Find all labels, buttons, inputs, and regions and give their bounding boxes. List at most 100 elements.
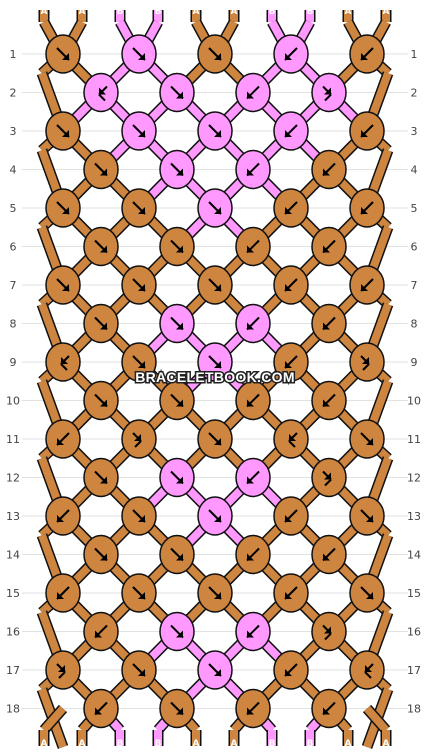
knot[interactable] [83, 611, 119, 652]
knot[interactable] [235, 226, 271, 267]
knot[interactable] [83, 226, 119, 267]
knot[interactable] [121, 650, 157, 690]
knot[interactable] [235, 534, 271, 575]
knot[interactable] [83, 457, 119, 498]
row-number-left: 7 [10, 279, 17, 292]
knot[interactable] [311, 457, 347, 498]
knot[interactable] [349, 419, 385, 459]
knot[interactable] [273, 265, 309, 305]
knot[interactable] [197, 650, 233, 690]
knot[interactable] [311, 72, 347, 113]
knot-arrow-head [138, 592, 145, 599]
knot[interactable] [121, 419, 157, 459]
knot-arrow-head [176, 707, 183, 715]
knot-arrow-head [285, 592, 292, 599]
knot[interactable] [45, 265, 81, 305]
knot[interactable] [83, 688, 119, 729]
knot[interactable] [121, 111, 157, 151]
top-strand-label: A [79, 7, 86, 17]
knot[interactable] [83, 149, 119, 190]
knot-arrow-head [247, 245, 254, 253]
knot-arrow-head [324, 626, 331, 634]
knot[interactable] [273, 111, 309, 151]
knot[interactable] [197, 34, 233, 74]
knot[interactable] [83, 303, 119, 344]
knot[interactable] [197, 265, 233, 305]
knot[interactable] [121, 573, 157, 613]
knot[interactable] [159, 303, 195, 344]
knot[interactable] [83, 380, 119, 421]
row-number-right: 4 [411, 164, 418, 177]
knot[interactable] [83, 72, 119, 113]
knot[interactable] [349, 188, 385, 228]
knot-arrow-head [214, 130, 221, 137]
knot[interactable] [159, 149, 195, 190]
knot[interactable] [235, 688, 271, 729]
knot[interactable] [197, 496, 233, 536]
knot-arrow-head [285, 53, 292, 60]
knot[interactable] [121, 342, 157, 382]
knot[interactable] [235, 380, 271, 421]
knot[interactable] [159, 457, 195, 498]
knot[interactable] [311, 303, 347, 344]
knot[interactable] [273, 34, 309, 74]
knot[interactable] [235, 611, 271, 652]
knot[interactable] [235, 149, 271, 190]
top-strand-label: A [193, 7, 200, 17]
knot[interactable] [45, 342, 81, 382]
knot[interactable] [311, 688, 347, 729]
knot[interactable] [349, 650, 385, 690]
knot[interactable] [159, 611, 195, 652]
knot[interactable] [159, 226, 195, 267]
knot[interactable] [349, 265, 385, 305]
knot[interactable] [121, 188, 157, 228]
knot[interactable] [159, 380, 195, 421]
knot[interactable] [349, 573, 385, 613]
knot[interactable] [45, 573, 81, 613]
knot[interactable] [349, 34, 385, 74]
knot[interactable] [273, 342, 309, 382]
knot[interactable] [197, 419, 233, 459]
knot[interactable] [197, 188, 233, 228]
knot[interactable] [45, 188, 81, 228]
knot[interactable] [311, 149, 347, 190]
knot-arrow-head [138, 130, 145, 137]
knot[interactable] [159, 534, 195, 575]
knot-arrow-head [58, 665, 65, 672]
knot[interactable] [311, 380, 347, 421]
knot-arrow-head [176, 168, 183, 176]
knot[interactable] [159, 688, 195, 729]
row-number-right: 18 [407, 703, 421, 716]
knot[interactable] [235, 303, 271, 344]
knot[interactable] [349, 496, 385, 536]
knot[interactable] [349, 111, 385, 151]
knot[interactable] [45, 34, 81, 74]
knot[interactable] [121, 265, 157, 305]
knot[interactable] [83, 534, 119, 575]
knot[interactable] [45, 496, 81, 536]
knot[interactable] [121, 496, 157, 536]
knot[interactable] [235, 72, 271, 113]
knot[interactable] [311, 226, 347, 267]
knot-arrow-head [138, 515, 145, 522]
knot-arrow-head [99, 87, 106, 95]
knot[interactable] [45, 650, 81, 690]
knot-arrow-head [361, 53, 368, 60]
knot[interactable] [273, 419, 309, 459]
knot[interactable] [349, 342, 385, 382]
knot[interactable] [197, 111, 233, 151]
knot[interactable] [121, 34, 157, 74]
bottom-strand-label: A [231, 739, 238, 749]
knot[interactable] [159, 72, 195, 113]
knot[interactable] [45, 419, 81, 459]
knot[interactable] [197, 573, 233, 613]
knot[interactable] [273, 650, 309, 690]
knot[interactable] [311, 611, 347, 652]
knot[interactable] [235, 457, 271, 498]
knot[interactable] [311, 534, 347, 575]
knot[interactable] [197, 342, 233, 382]
knot[interactable] [273, 188, 309, 228]
knot[interactable] [45, 111, 81, 151]
knot[interactable] [273, 573, 309, 613]
knot[interactable] [273, 496, 309, 536]
